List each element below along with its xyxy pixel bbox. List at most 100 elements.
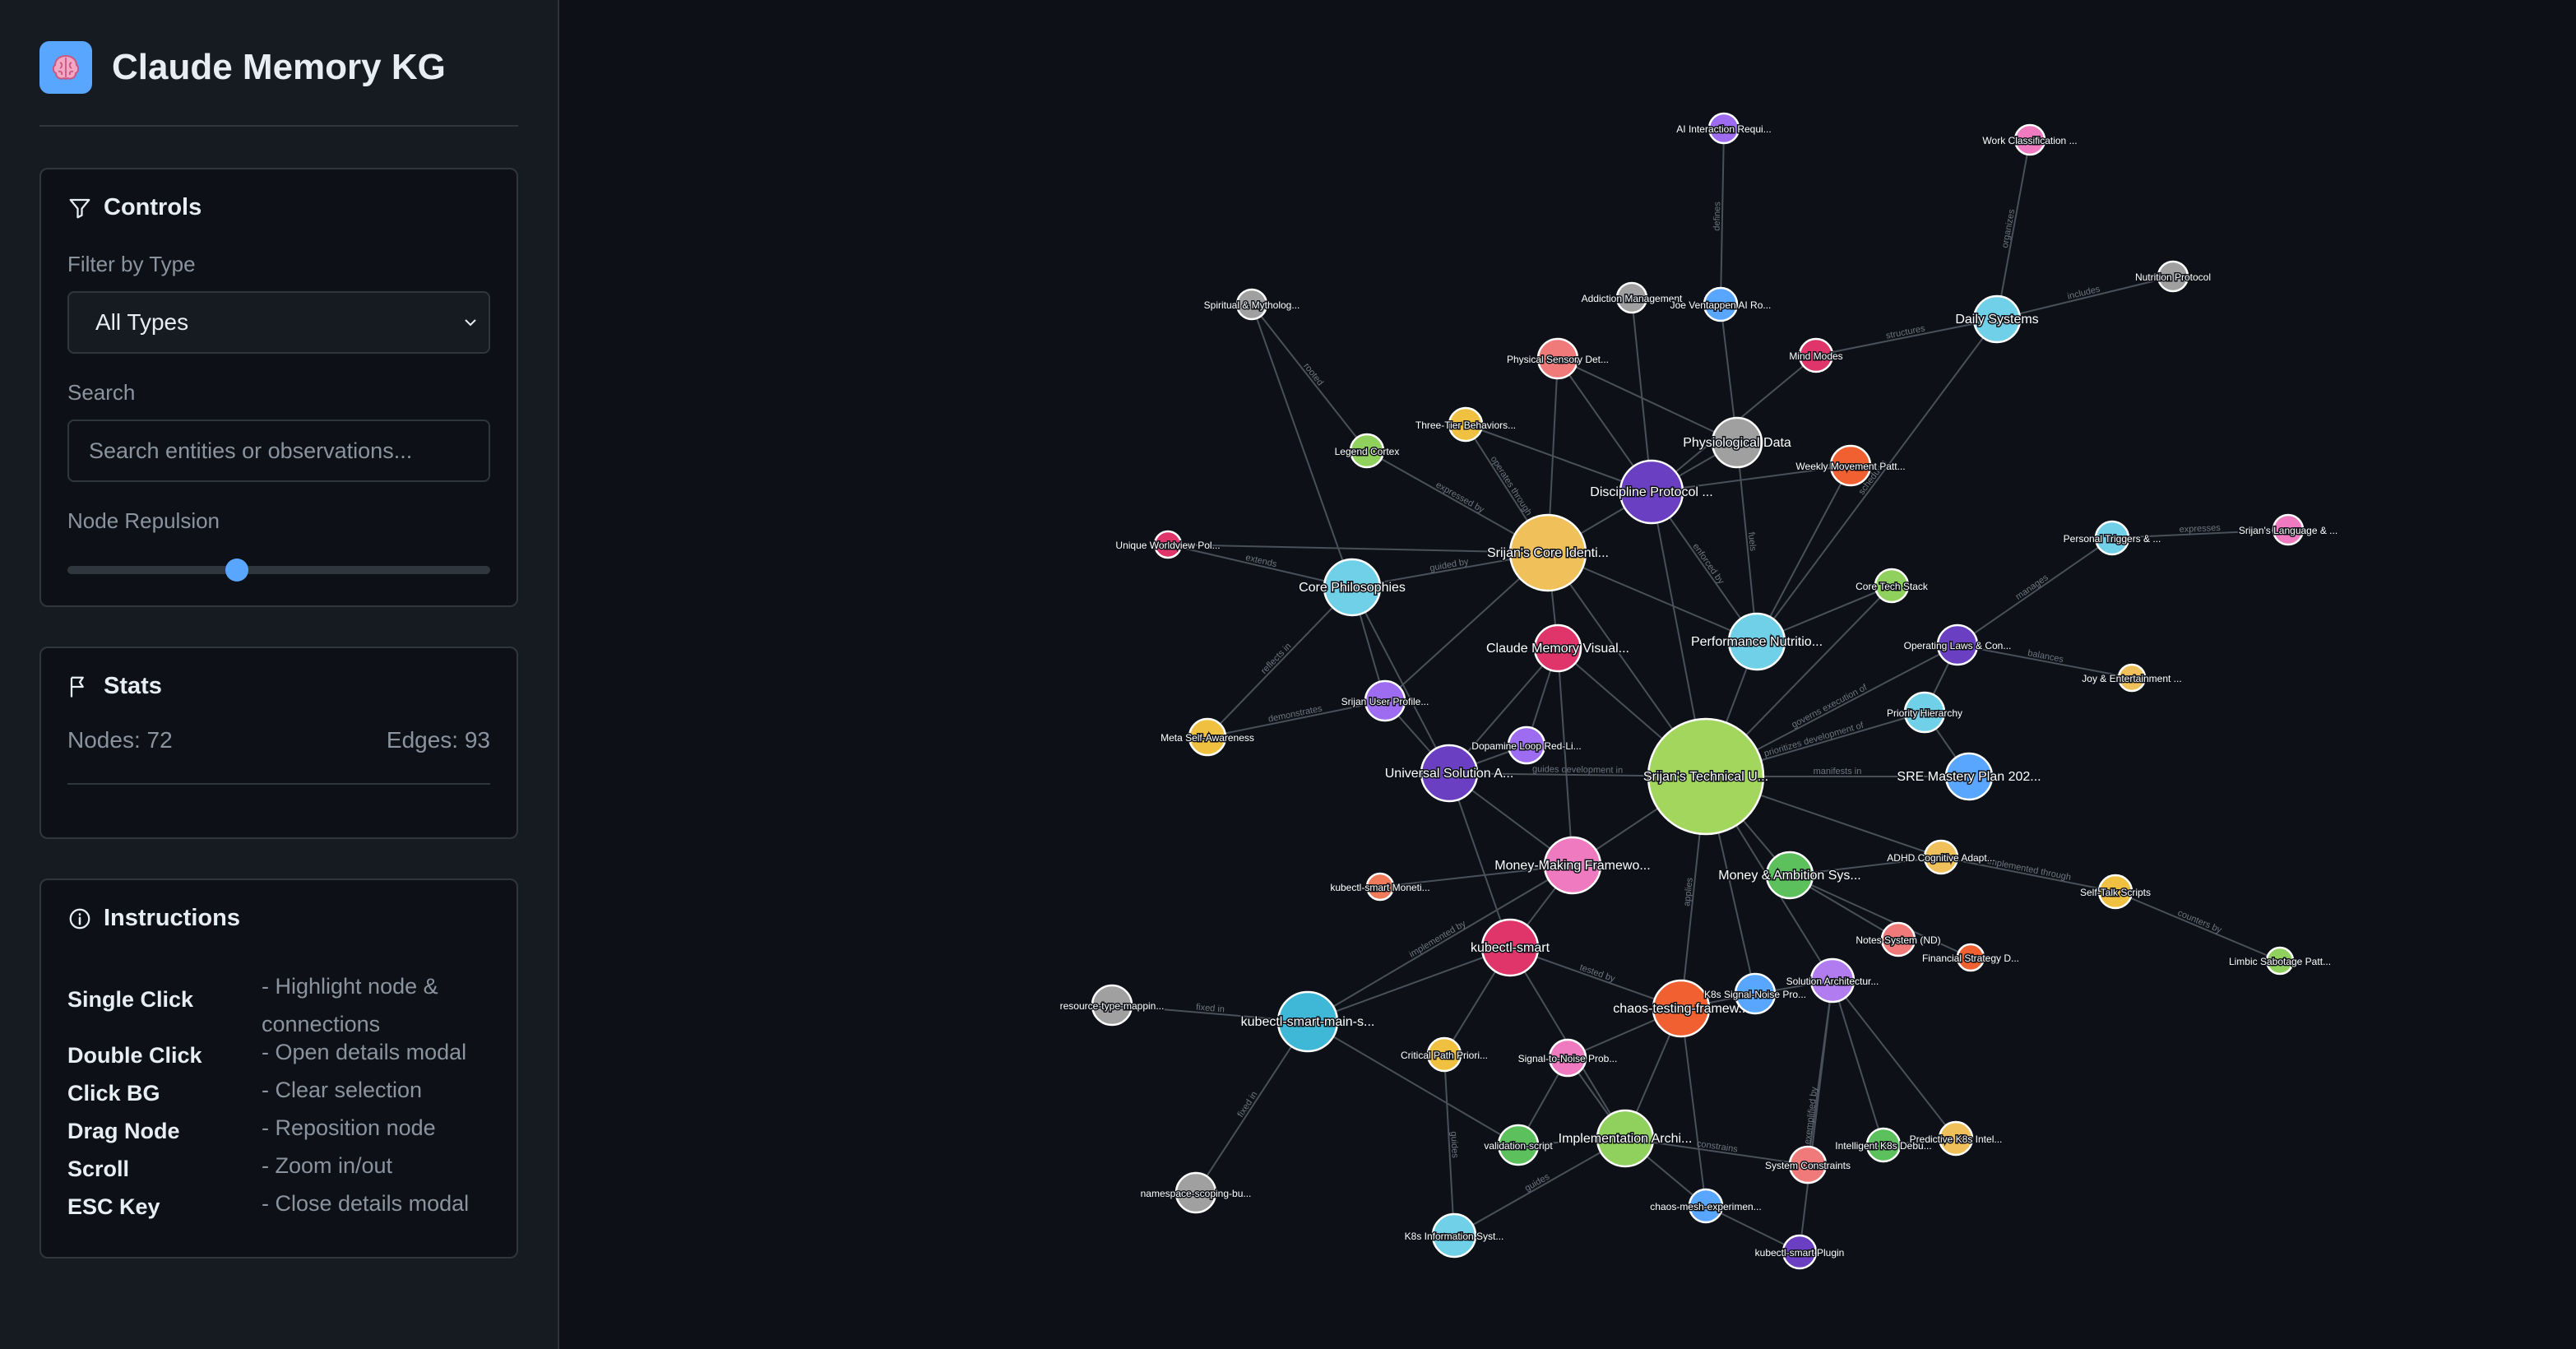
node-circle[interactable]: [1507, 725, 1546, 765]
node-circle[interactable]: [1788, 1145, 1828, 1184]
graph-node[interactable]: Notes System (ND): [1855, 921, 1942, 957]
node-circle[interactable]: [1548, 1038, 1587, 1078]
repulsion-slider[interactable]: [67, 559, 490, 582]
graph-node[interactable]: System Constraints: [1763, 1145, 1852, 1184]
node-circle[interactable]: [2265, 946, 2295, 976]
node-circle[interactable]: [1944, 752, 1994, 801]
node-circle[interactable]: [1903, 691, 1946, 734]
node-circle[interactable]: [1365, 872, 1395, 902]
node-circle[interactable]: [1829, 444, 1872, 487]
graph-node[interactable]: Money-Making Framewo...: [1494, 836, 1652, 895]
node-circle[interactable]: [1734, 972, 1777, 1015]
graph-node[interactable]: Money & Ambition Sys...: [1717, 851, 1862, 900]
graph-node[interactable]: K8s Signal-Noise Pro...: [1703, 972, 1808, 1015]
node-circle[interactable]: [1543, 836, 1602, 895]
node-circle[interactable]: [1923, 839, 1959, 875]
graph-node[interactable]: Critical Path Priori...: [1399, 1036, 1490, 1073]
graph-node[interactable]: Joe Ventappen AI Ro...: [1669, 286, 1772, 322]
graph-node[interactable]: kubectl-smart Moneti...: [1329, 872, 1431, 902]
graph-node[interactable]: Addiction Management: [1580, 281, 1684, 314]
graph-node[interactable]: validation-script: [1483, 1124, 1554, 1166]
filter-type-select[interactable]: All Types: [67, 291, 490, 354]
graph-node[interactable]: Implementation Archi...: [1557, 1109, 1693, 1168]
graph-node[interactable]: SRE Mastery Plan 202...: [1896, 752, 2042, 801]
graph-node[interactable]: Mind Modes: [1788, 337, 1844, 373]
graph-node[interactable]: Three-Tier Behaviors...: [1414, 406, 1517, 443]
graph-node[interactable]: Srijan User Profile...: [1340, 679, 1430, 722]
graph-node[interactable]: Intelligent K8s Debu...: [1834, 1127, 1933, 1163]
graph-node[interactable]: Unique Worldview Pol...: [1114, 530, 1221, 559]
graph-node[interactable]: Personal Triggers & ...: [2062, 520, 2162, 556]
node-circle[interactable]: [1781, 1234, 1818, 1270]
node-circle[interactable]: [1188, 717, 1227, 757]
graph-node[interactable]: Priority Hierarchy: [1885, 691, 1964, 734]
node-circle[interactable]: [1619, 459, 1684, 525]
graph-node[interactable]: Nutrition Protocol: [2134, 260, 2212, 293]
graph-node[interactable]: chaos-testing-framew...: [1612, 979, 1750, 1038]
graph-node[interactable]: kubectl-smart-main-s...: [1239, 990, 1376, 1053]
graph-node[interactable]: Joy & Entertainment ...: [2081, 663, 2183, 693]
graph-node[interactable]: Core Philosophies: [1298, 558, 1406, 617]
graph-node[interactable]: namespace-scoping-bu...: [1139, 1171, 1253, 1214]
node-circle[interactable]: [1727, 612, 1786, 671]
node-circle[interactable]: [1936, 624, 1979, 666]
graph-node[interactable]: Performance Nutritio...: [1689, 612, 1824, 671]
node-circle[interactable]: [1707, 112, 1740, 145]
graph-node[interactable]: Srijan's Language & ...: [2237, 513, 2339, 546]
graph-node[interactable]: Legend Cortex: [1333, 433, 1401, 469]
node-circle[interactable]: [1323, 558, 1382, 617]
node-circle[interactable]: [1874, 568, 1910, 604]
node-circle[interactable]: [1235, 288, 1268, 321]
node-circle[interactable]: [1497, 1124, 1540, 1166]
node-circle[interactable]: [1956, 943, 1985, 972]
graph-node[interactable]: Discipline Protocol ...: [1589, 459, 1714, 525]
graph-node[interactable]: Srijan's Core Identi...: [1485, 513, 1610, 592]
node-circle[interactable]: [1349, 433, 1385, 469]
node-circle[interactable]: [1938, 1120, 1974, 1157]
graph-node[interactable]: kubectl-smart: [1469, 918, 1551, 977]
node-circle[interactable]: [2157, 260, 2189, 293]
graph-node[interactable]: Srijan's Technical U...: [1642, 717, 1770, 836]
node-circle[interactable]: [2094, 520, 2130, 556]
graph-node[interactable]: Physiological Data: [1682, 416, 1792, 469]
node-circle[interactable]: [1615, 281, 1648, 314]
graph-node[interactable]: Work Classification ...: [1981, 123, 2078, 156]
graph-node[interactable]: Universal Solution A...: [1383, 744, 1515, 803]
graph-node[interactable]: Signal-to-Noise Prob...: [1517, 1038, 1619, 1078]
node-circle[interactable]: [1711, 416, 1763, 469]
node-circle[interactable]: [1480, 918, 1540, 977]
node-circle[interactable]: [2272, 513, 2305, 546]
node-circle[interactable]: [1703, 286, 1739, 322]
node-circle[interactable]: [2013, 123, 2046, 156]
node-circle[interactable]: [1536, 337, 1579, 380]
graph-node[interactable]: chaos-mesh-experimen...: [1649, 1188, 1763, 1224]
node-circle[interactable]: [1431, 1212, 1477, 1259]
graph-node[interactable]: Weekly Movement Patt...: [1795, 444, 1907, 487]
graph-node[interactable]: Financial Strategy D...: [1920, 943, 2021, 972]
node-circle[interactable]: [1647, 717, 1765, 836]
graph-node[interactable]: Limbic Sabotage Patt...: [2227, 946, 2333, 976]
graph-node[interactable]: AI Interaction Requi...: [1675, 112, 1772, 145]
node-circle[interactable]: [1364, 679, 1406, 722]
graph-node[interactable]: Core Tech Stack: [1855, 568, 1930, 604]
graph-node[interactable]: Daily Systems: [1954, 294, 2040, 344]
graph-node[interactable]: Claude Memory Visual...: [1485, 624, 1631, 673]
graph-node[interactable]: Operating Laws & Con...: [1902, 624, 2013, 666]
node-circle[interactable]: [1865, 1127, 1902, 1163]
graph-node[interactable]: Physical Sensory Det...: [1505, 337, 1610, 380]
graph-node[interactable]: resource-type-mappin...: [1059, 984, 1165, 1027]
node-circle[interactable]: [1765, 851, 1814, 900]
node-circle[interactable]: [1426, 1036, 1462, 1073]
graph-node[interactable]: kubectl-smart Plugin: [1754, 1234, 1846, 1270]
graph-node[interactable]: Spiritual & Mytholog...: [1202, 288, 1301, 321]
node-circle[interactable]: [1809, 957, 1856, 1004]
node-circle[interactable]: [1596, 1109, 1655, 1168]
graph-node[interactable]: ADHD Cognitive Adapt...: [1886, 839, 1996, 875]
graph-node[interactable]: Dopamine Loop Red-Li...: [1471, 725, 1582, 765]
node-circle[interactable]: [1091, 984, 1133, 1027]
node-circle[interactable]: [1972, 294, 2022, 344]
graph-node[interactable]: Predictive K8s Intel...: [1908, 1120, 2004, 1157]
node-circle[interactable]: [1420, 744, 1479, 803]
graph-node[interactable]: Meta Self-Awareness: [1160, 717, 1255, 757]
